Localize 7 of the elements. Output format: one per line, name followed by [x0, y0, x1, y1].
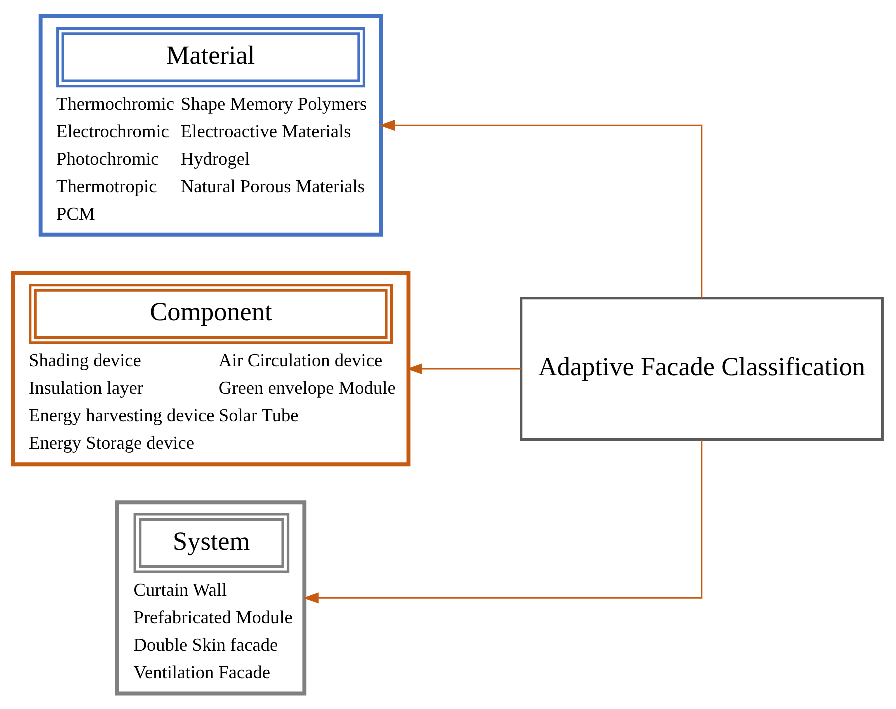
arrow — [406, 363, 522, 374]
node-box: Material Thermochromic Shape Memory Polymers Electrochromic Electroactive Materials Photochromic Hydrogel Thermotropic Natural Porous Materials PCM — [38, 14, 384, 236]
arrow — [379, 120, 703, 298]
node-box: System Curtain Wall Prefabricated Module Double Skin facade Ventilation Facade — [115, 500, 307, 696]
node-box: Component Shading device Air Circulation device Insulation layer Green envelope Module Energy harvesting device Solar Tube Energy Storage device — [11, 271, 411, 466]
node-box: Adaptive Facade Classification — [520, 296, 884, 441]
arrow — [303, 440, 703, 604]
